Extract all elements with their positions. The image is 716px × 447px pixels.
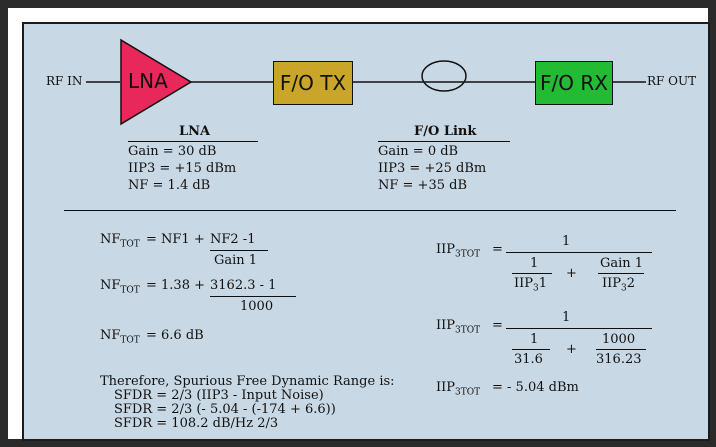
iip3-eq2-plus: +: [566, 342, 577, 357]
fo-rx-label: F/O RX: [540, 71, 608, 95]
nf-eq2-denominator: 1000: [240, 299, 274, 314]
fo-link-specs-divider: [378, 141, 510, 142]
iip3-eq2-lhs: IIP3TOT: [436, 318, 481, 336]
iip3-f2-denominator: IIP32: [602, 276, 636, 294]
iip3-f2-bar: [598, 273, 644, 274]
iip3-eq1-lhs: IIP3TOT: [436, 242, 481, 260]
lna-specs-divider: [128, 141, 258, 142]
iip3-f2-numerator: Gain 1: [600, 256, 644, 271]
lna-iip3: IIP3 = +15 dBm: [128, 161, 237, 176]
iip3-eq1-plus: +: [566, 266, 577, 281]
iip3-eq1-numerator: 1: [562, 234, 571, 249]
nf-eq3-rhs: = 6.6 dB: [146, 328, 204, 343]
nf-eq1-lhs: NFTOT: [100, 232, 140, 250]
fo-tx-label: F/O TX: [279, 71, 347, 95]
lna-nf: NF = 1.4 dB: [128, 178, 211, 193]
lna-triangle: [120, 38, 193, 126]
iip3-g2-numerator: 1000: [602, 332, 636, 347]
iip3-eq2-equals: =: [492, 318, 503, 333]
nf-eq3-lhs: NFTOT: [100, 328, 140, 346]
iip3-g1-bar: [512, 349, 550, 350]
fo-link-specs-title: F/O Link: [414, 124, 477, 139]
iip3-f1-numerator: 1: [530, 256, 539, 271]
fo-tx-block: F/O TX: [273, 61, 353, 105]
nf-eq1-rhs: = NF1 +: [146, 232, 205, 247]
sfdr-substitution: SFDR = 2/3 (- 5.04 - (-174 + 6.6)): [114, 402, 336, 417]
nf-eq2-rhs: = 1.38 +: [146, 278, 205, 293]
iip3-g1-numerator: 1: [530, 332, 539, 347]
fo-link-nf: NF = +35 dB: [378, 178, 467, 193]
lna-specs-title: LNA: [179, 124, 211, 139]
rf-out-label: RF OUT: [647, 74, 697, 88]
rf-in-label: RF IN: [46, 74, 83, 88]
sfdr-result: SFDR = 108.2 dB/Hz 2/3: [114, 416, 279, 431]
lna-block-label: LNA: [128, 69, 168, 93]
nf-eq2-fraction-bar: [210, 296, 296, 297]
iip3-g2-bar: [596, 349, 646, 350]
fo-link-iip3: IIP3 = +25 dBm: [378, 161, 487, 176]
nf-eq1-numerator: NF2 -1: [210, 232, 256, 247]
figure-frame: RF IN LNA F/O TX F/O RX RF OUT LNA Gain …: [8, 8, 710, 441]
nf-eq1-fraction-bar: [210, 250, 268, 251]
nf-eq2-lhs: NFTOT: [100, 278, 140, 296]
section-divider: [64, 210, 676, 211]
iip3-eq1-main-bar: [506, 252, 652, 253]
nf-eq2-numerator: 3162.3 - 1: [210, 278, 277, 293]
iip3-result-value: = - 5.04 dBm: [492, 380, 579, 395]
iip3-g1-denominator: 31.6: [514, 352, 543, 367]
iip3-g2-denominator: 316.23: [596, 352, 642, 367]
iip3-eq1-equals: =: [492, 242, 503, 257]
signal-chain-lines: [86, 60, 646, 92]
fo-link-gain: Gain = 0 dB: [378, 144, 459, 159]
sfdr-formula: SFDR = 2/3 (IIP3 - Input Noise): [114, 388, 324, 403]
lna-gain: Gain = 30 dB: [128, 144, 217, 159]
fiber-spool-icon: [421, 60, 467, 92]
iip3-result-lhs: IIP3TOT: [436, 380, 481, 398]
nf-eq1-denominator: Gain 1: [214, 253, 258, 268]
figure-panel: RF IN LNA F/O TX F/O RX RF OUT LNA Gain …: [22, 22, 710, 441]
fo-rx-block: F/O RX: [535, 61, 613, 105]
sfdr-intro: Therefore, Spurious Free Dynamic Range i…: [100, 374, 395, 389]
iip3-eq2-numerator: 1: [562, 310, 571, 325]
iip3-f1-bar: [512, 273, 552, 274]
iip3-f1-denominator: IIP31: [514, 276, 548, 294]
iip3-eq2-main-bar: [506, 328, 652, 329]
